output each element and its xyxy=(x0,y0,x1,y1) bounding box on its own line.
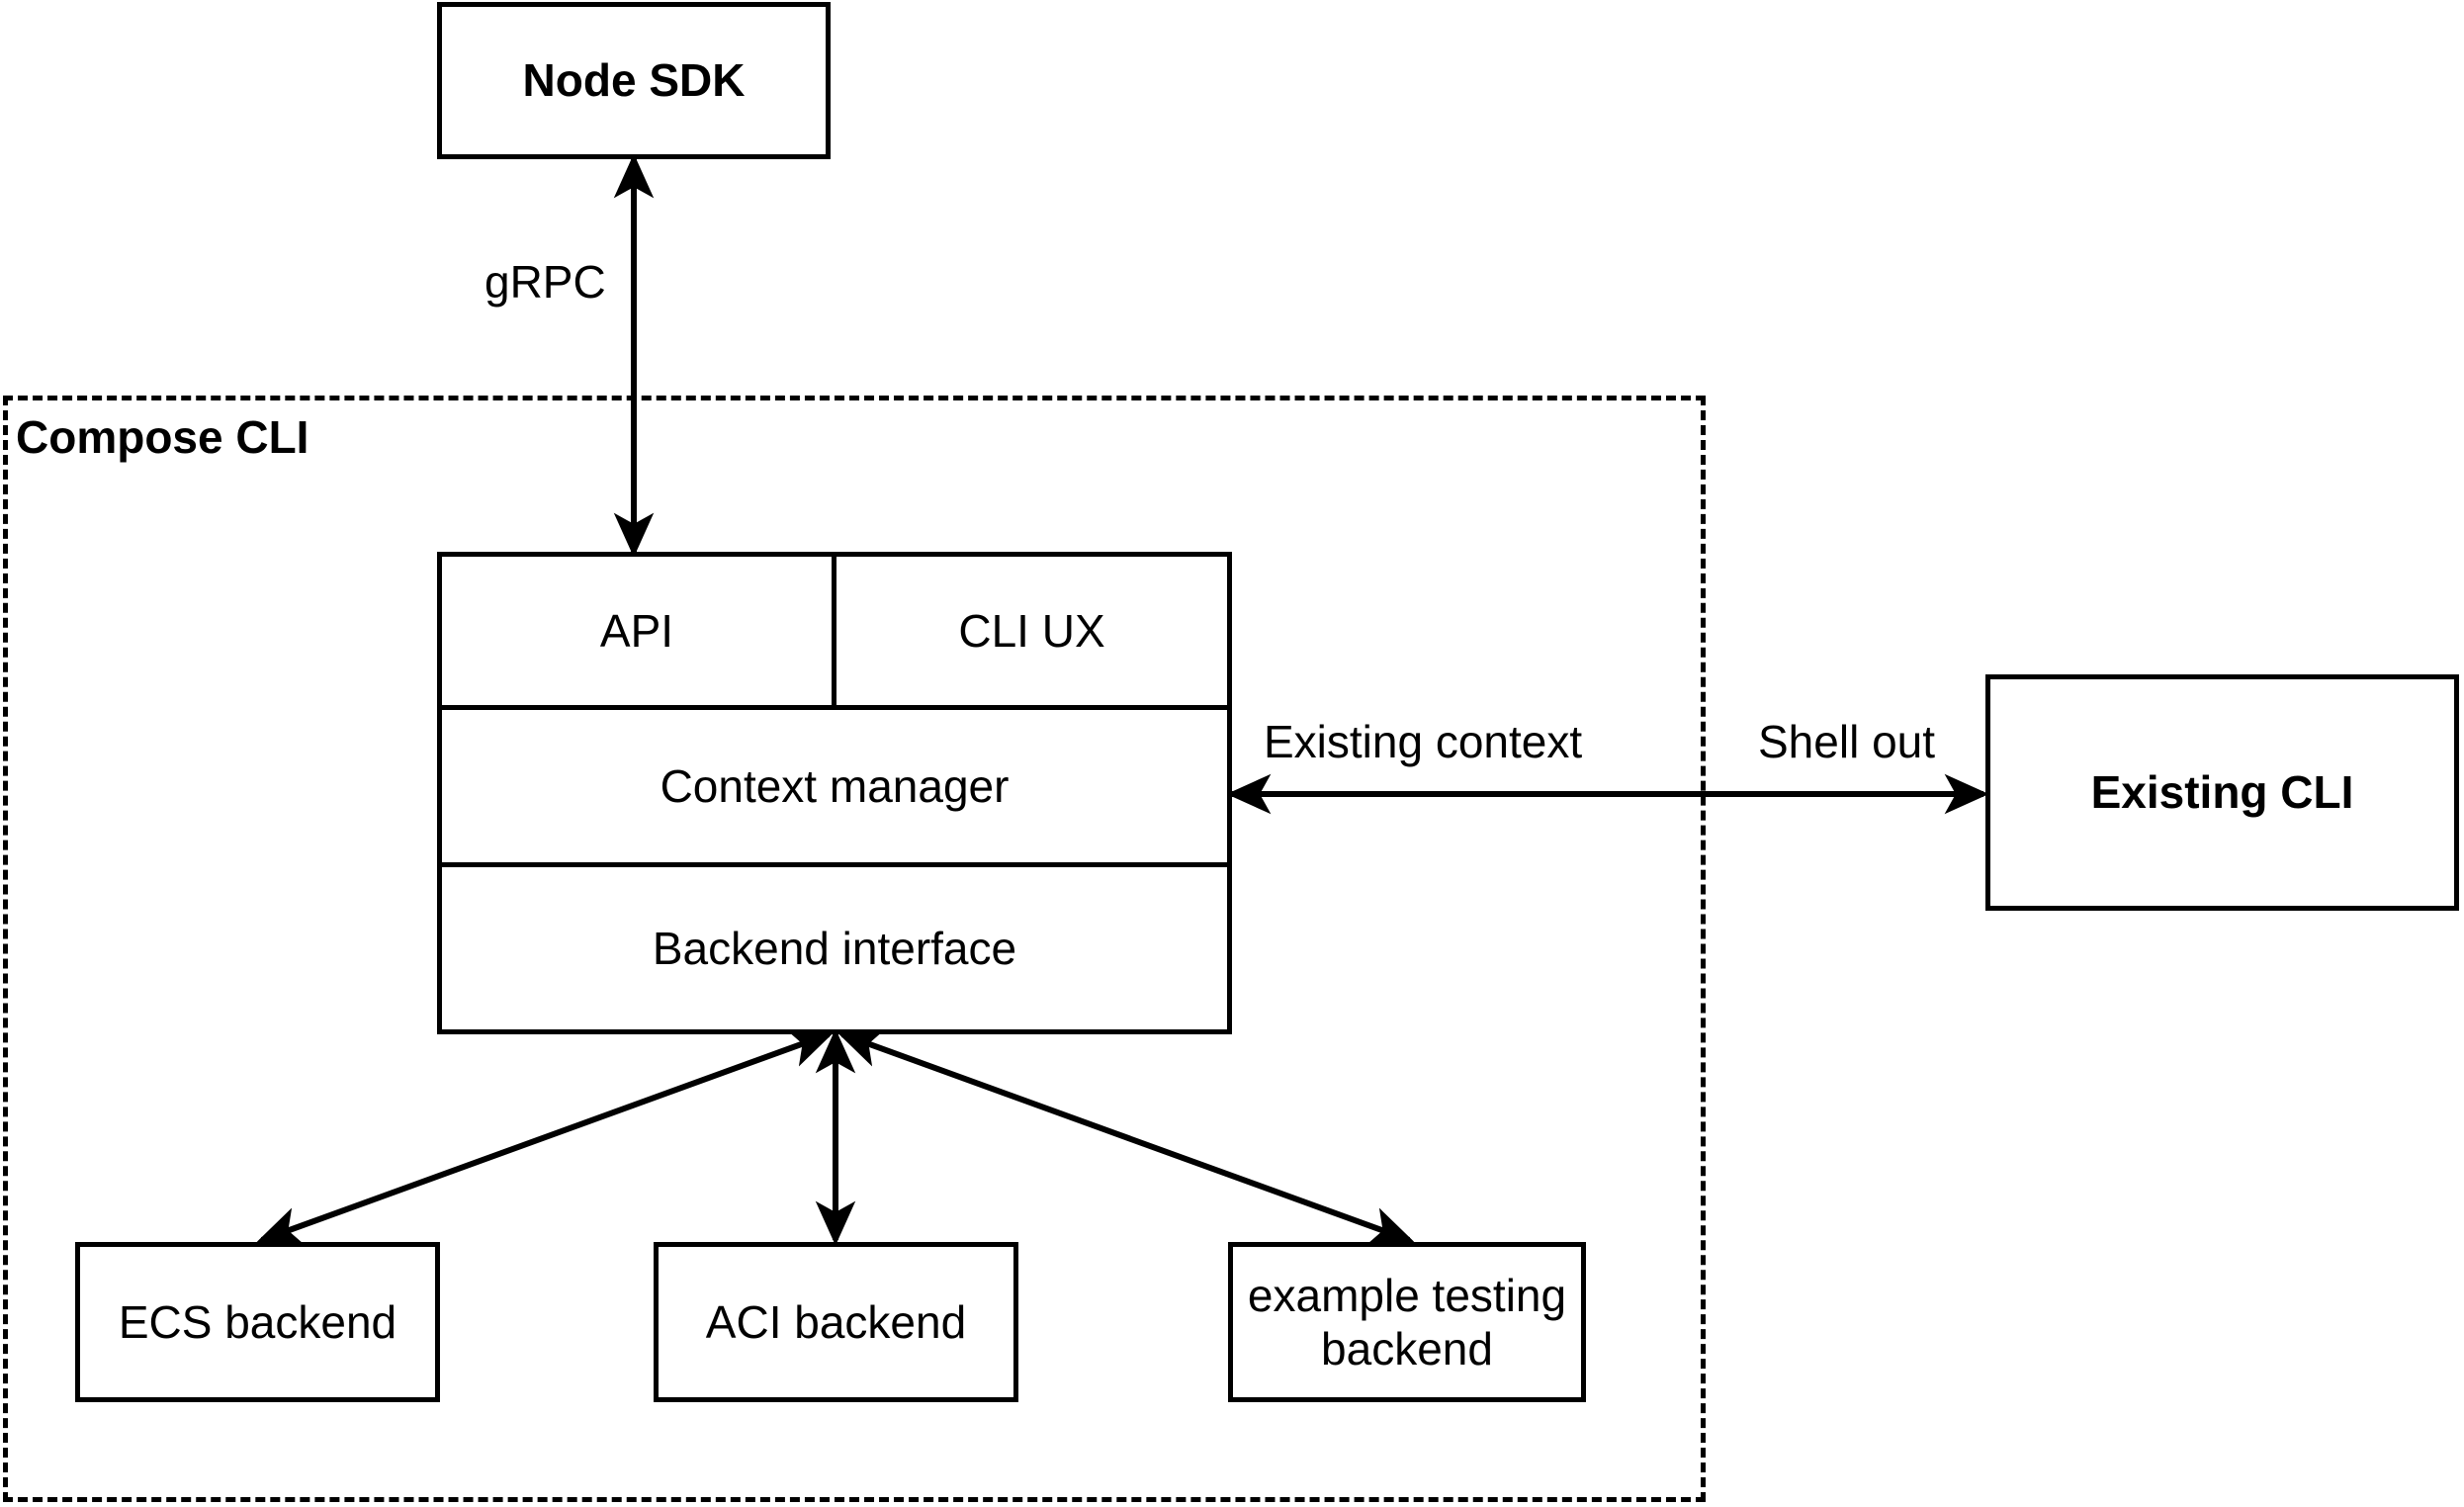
node-sdk-box[interactable]: Node SDK xyxy=(437,2,831,159)
compose-cli-core-stack: API CLI UX Context manager Backend inter… xyxy=(437,552,1232,1034)
context-manager-label: Context manager xyxy=(660,760,1010,812)
ecs-backend-box[interactable]: ECS backend xyxy=(75,1242,440,1402)
example-testing-backend-label: example testing backend xyxy=(1238,1269,1576,1376)
cli-ux-cell[interactable]: CLI UX xyxy=(836,557,1227,705)
edge-label-grpc: gRPC xyxy=(484,256,606,308)
cli-ux-label: CLI UX xyxy=(958,605,1105,657)
example-testing-backend-line1: example testing xyxy=(1247,1269,1567,1321)
existing-cli-box[interactable]: Existing CLI xyxy=(1985,674,2459,911)
aci-backend-label: ACI backend xyxy=(705,1295,967,1348)
backend-interface-label: Backend interface xyxy=(652,923,1017,974)
context-manager-cell[interactable]: Context manager xyxy=(442,710,1227,862)
api-cell[interactable]: API xyxy=(442,557,836,705)
edge-label-shell-out: Shell out xyxy=(1758,716,1936,767)
core-row-api: API CLI UX xyxy=(442,557,1227,710)
core-row-context-manager: Context manager xyxy=(442,710,1227,867)
edge-label-existing-context: Existing context xyxy=(1264,716,1583,767)
node-sdk-label: Node SDK xyxy=(522,54,746,107)
api-label: API xyxy=(599,605,674,657)
aci-backend-box[interactable]: ACI backend xyxy=(654,1242,1018,1402)
compose-cli-group-boundary xyxy=(3,396,1706,1502)
ecs-backend-label: ECS backend xyxy=(118,1295,397,1348)
core-row-backend-interface: Backend interface xyxy=(442,867,1227,1029)
example-testing-backend-box[interactable]: example testing backend xyxy=(1228,1242,1586,1402)
example-testing-backend-line2: backend xyxy=(1321,1323,1493,1374)
compose-cli-group-label: Compose CLI xyxy=(16,411,309,463)
existing-cli-label: Existing CLI xyxy=(2090,766,2354,819)
backend-interface-cell[interactable]: Backend interface xyxy=(442,867,1227,1029)
